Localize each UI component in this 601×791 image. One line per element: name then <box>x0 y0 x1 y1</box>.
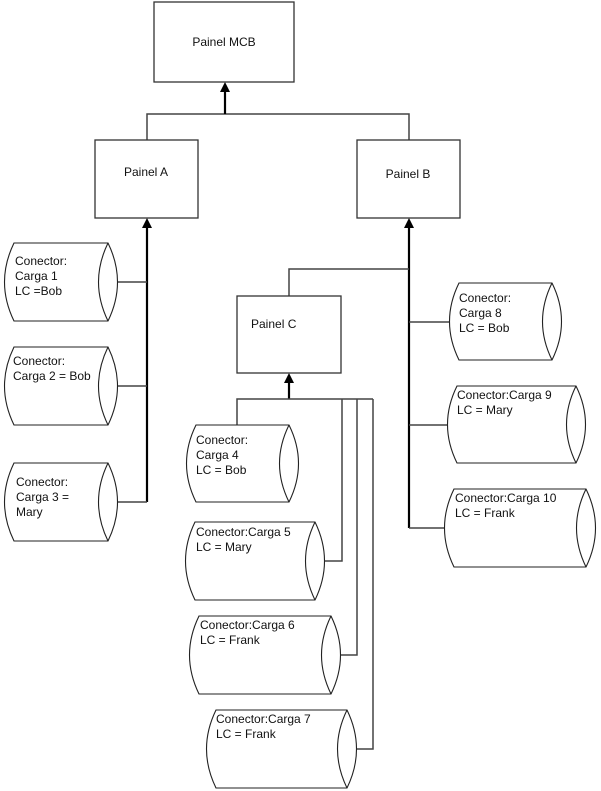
connector-carga8[interactable]: Conector:Carga 8LC = Bob <box>448 282 563 361</box>
wire-carga7 <box>347 399 374 750</box>
connector-label-line: LC = Mary <box>457 403 513 417</box>
panel-b-label: Painel B <box>386 167 431 181</box>
panel-mcb-label: Painel MCB <box>192 35 255 49</box>
connector-label-line: LC =Bob <box>15 284 62 298</box>
connector-carga2[interactable]: Conector:Carga 2 = Bob <box>3 346 119 426</box>
wires <box>118 82 449 750</box>
connector-carga4[interactable]: Conector:Carga 4LC = Bob <box>185 424 300 503</box>
connector-label-line: LC = Mary <box>196 540 252 554</box>
connector-label-line: Carga 8 <box>459 306 502 320</box>
connector-carga1[interactable]: Conector:Carga 1LC =Bob <box>3 242 119 322</box>
cylinder-end-ellipse <box>575 488 587 568</box>
connector-label-line: LC = Frank <box>200 633 261 647</box>
connector-label-line: Carga 1 <box>15 269 58 283</box>
connector-label-line: Conector: <box>15 254 67 268</box>
connector-label-line: Conector:Carga 5 <box>196 525 291 539</box>
connector-label-line: Conector: <box>16 475 68 489</box>
connector-label-line: Mary <box>16 505 43 519</box>
connector-label-line: Conector:Carga 10 <box>455 491 557 505</box>
panel-mcb[interactable]: Painel MCB <box>153 1 295 83</box>
connector-label-line: Carga 3 = <box>16 490 69 504</box>
cylinder-end-ellipse <box>541 282 553 361</box>
connector-label-line: LC = Bob <box>196 463 247 477</box>
connector-label-line: Conector: <box>196 433 248 447</box>
panel-a-label: Painel A <box>124 165 168 179</box>
connector-carga6[interactable]: Conector:Carga 6LC = Frank <box>188 615 342 695</box>
cylinder-end-ellipse <box>278 424 290 503</box>
panel-b[interactable]: Painel B <box>356 139 461 219</box>
cylinder-end-ellipse <box>304 521 316 601</box>
cylinder-end-ellipse <box>565 385 577 464</box>
connector-carga9[interactable]: Conector:Carga 9LC = Mary <box>446 385 587 464</box>
connector-carga5[interactable]: Conector:Carga 5LC = Mary <box>184 521 326 601</box>
wire-carga6 <box>341 399 358 656</box>
arrow-to-panel-c <box>284 373 294 383</box>
panel-c[interactable]: Painel C <box>236 295 342 374</box>
connector-label-line: LC = Frank <box>455 506 516 520</box>
arrow-to-panel-b <box>404 218 414 228</box>
arrow-to-mcb <box>220 82 230 92</box>
panel-c-label: Painel C <box>251 317 297 331</box>
connector-label-line: LC = Bob <box>459 321 510 335</box>
connector-label-line: Conector: <box>13 354 65 368</box>
connector-carga7[interactable]: Conector:Carga 7LC = Frank <box>205 709 358 789</box>
cylinder-end-ellipse <box>97 462 109 542</box>
connector-label-line: Conector:Carga 6 <box>200 618 295 632</box>
panel-a[interactable]: Painel A <box>94 139 199 219</box>
cylinder-end-ellipse <box>97 242 109 322</box>
connector-label-line: Carga 4 <box>196 448 239 462</box>
cylinder-end-ellipse <box>97 346 109 426</box>
connector-label-line: Conector:Carga 9 <box>457 388 552 402</box>
connector-label-line: Conector:Carga 7 <box>216 712 311 726</box>
connector-carga3[interactable]: Conector:Carga 3 =Mary <box>3 462 119 542</box>
wire-panel-c-to-b <box>288 268 409 296</box>
wire-panel-c-bus <box>236 398 373 425</box>
cylinder-end-ellipse <box>320 615 332 695</box>
arrow-to-panel-a <box>142 218 152 228</box>
wire-carga5 <box>325 399 343 562</box>
cylinder-end-ellipse <box>336 709 348 789</box>
connector-label-line: Carga 2 = Bob <box>13 369 91 383</box>
wire-mcb-bus <box>146 113 410 140</box>
connector-label-line: LC = Frank <box>216 727 277 741</box>
connector-label-line: Conector: <box>459 291 511 305</box>
